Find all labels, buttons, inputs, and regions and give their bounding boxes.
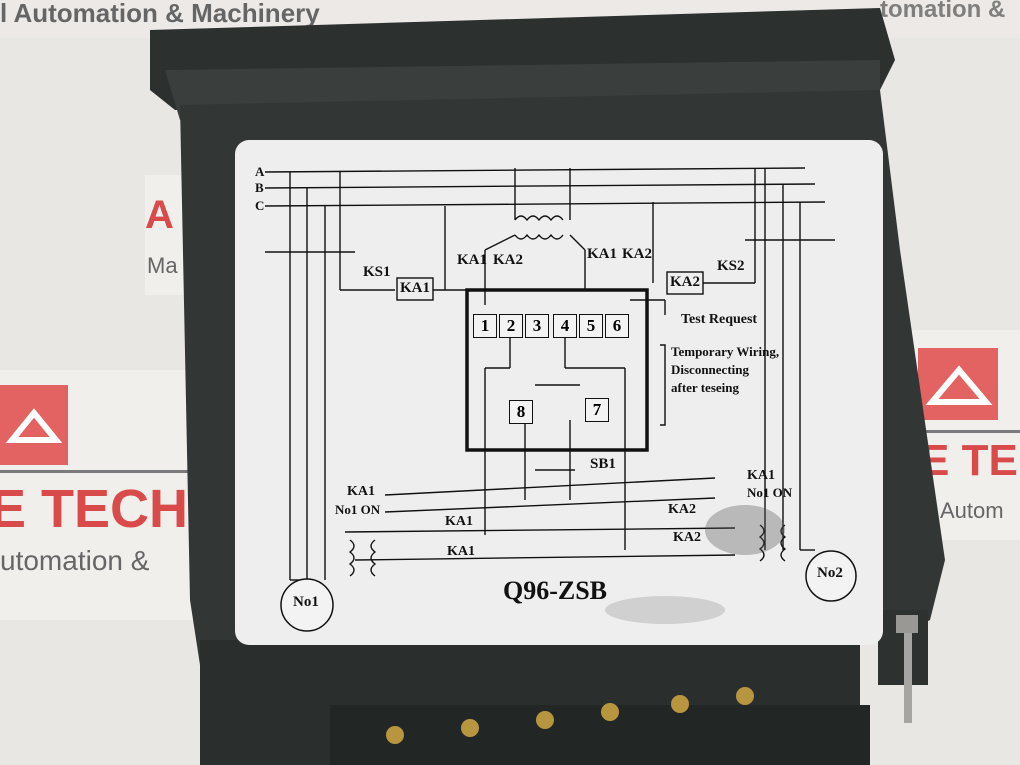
temp-wiring-line1: Temporary Wiring, xyxy=(671,344,780,359)
terminal-8: 8 xyxy=(509,400,533,424)
motor-1-label: No1 xyxy=(293,594,319,610)
phase-label-b: B xyxy=(255,180,264,195)
sb1-label: SB1 xyxy=(590,456,616,472)
temp-wiring-line3: after teseing xyxy=(671,380,739,395)
banner-text-left: l Automation & Machinery xyxy=(0,0,320,28)
ka1-row1-label: KA1 xyxy=(445,514,473,529)
right-no1on-label: No1 ON xyxy=(747,485,793,500)
logo-mark-right xyxy=(918,348,998,420)
terminal-2: 2 xyxy=(499,314,523,338)
test-request-label: Test Request xyxy=(681,312,758,327)
ks2-label: KS2 xyxy=(717,258,745,274)
ka1-coil-label: KA1 xyxy=(400,280,430,296)
model-number: Q96-ZSB xyxy=(503,576,608,605)
banner-text-right: tomation & xyxy=(880,0,1006,23)
sign-mid-title: A xyxy=(145,193,174,237)
logo-triangle-icon-right xyxy=(925,365,993,405)
wiring-diagram-lines xyxy=(264,167,857,632)
sign-right-subtitle: Autom xyxy=(940,498,1004,523)
right-ka1-label: KA1 xyxy=(747,468,775,483)
sign-right-title: E TE xyxy=(920,436,1018,485)
ka1-row2-label: KA1 xyxy=(447,544,475,559)
logo-mark-left xyxy=(0,385,68,465)
ka2-row1-label: KA2 xyxy=(668,502,696,517)
temp-wiring-line2: Disconnecting xyxy=(671,362,749,377)
terminal-6: 6 xyxy=(605,314,629,338)
terminal-3: 3 xyxy=(525,314,549,338)
phase-label-c: C xyxy=(255,198,265,213)
ka2-row2-label: KA2 xyxy=(673,530,701,545)
ka1-contact-left: KA1 xyxy=(457,252,487,268)
ka2-contact-right: KA2 xyxy=(622,246,652,262)
wiring-diagram-label: A B C KS1 KA1 KA2 KS2 KA1 KA2 KA1 KA2 1 … xyxy=(235,140,883,645)
ks1-label: KS1 xyxy=(363,264,391,280)
terminal-7: 7 xyxy=(585,398,609,422)
motor-2-label: No2 xyxy=(817,565,843,581)
sign-mid-subtitle: Ma xyxy=(147,253,178,278)
terminal-4: 4 xyxy=(553,314,577,338)
ka2-contact-left: KA2 xyxy=(493,252,523,268)
phase-label-a: A xyxy=(255,164,265,179)
sign-left-subtitle: utomation & xyxy=(0,545,150,576)
left-ka1-label: KA1 xyxy=(347,484,375,499)
terminal-5: 5 xyxy=(579,314,603,338)
ka2-coil-label: KA2 xyxy=(670,274,700,290)
terminal-1: 1 xyxy=(473,314,497,338)
ka1-contact-right: KA1 xyxy=(587,246,617,262)
left-no1on-label: No1 ON xyxy=(335,502,381,517)
logo-triangle-icon xyxy=(5,408,63,443)
